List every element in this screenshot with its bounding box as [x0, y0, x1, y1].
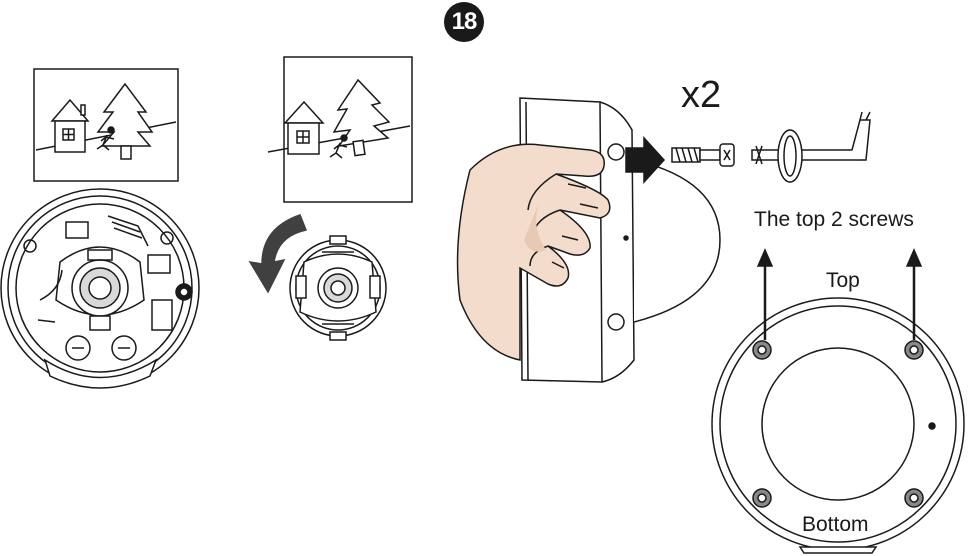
tree-icon	[332, 78, 391, 157]
running-person-icon	[96, 126, 115, 151]
hand-illustration	[456, 143, 611, 361]
house-icon	[50, 98, 90, 153]
view-frame-rotated	[267, 56, 413, 203]
up-arrow-icon	[756, 248, 774, 340]
view-frame-upright	[33, 68, 179, 182]
bottom-label: Bottom	[802, 513, 869, 536]
step-number-badge: 18	[444, 2, 484, 42]
push-arrow-icon	[625, 136, 666, 184]
screw-hole	[752, 340, 772, 360]
top-label: Top	[826, 269, 860, 292]
up-arrow-icon	[905, 248, 923, 340]
quantity-label: x2	[681, 74, 722, 116]
running-person-icon	[329, 134, 348, 159]
camera-base-large	[0, 188, 200, 389]
rotate-arrow-icon	[248, 214, 308, 294]
camera-module-small	[289, 235, 387, 341]
hex-key-icon	[751, 111, 871, 183]
screw-hole	[904, 488, 924, 508]
screw-icon	[671, 143, 735, 167]
house-icon	[283, 100, 325, 155]
dome-ring-front	[711, 297, 965, 554]
screw-hole	[752, 488, 772, 508]
screw-hole	[904, 340, 924, 360]
top-screws-label: The top 2 screws	[754, 208, 914, 231]
